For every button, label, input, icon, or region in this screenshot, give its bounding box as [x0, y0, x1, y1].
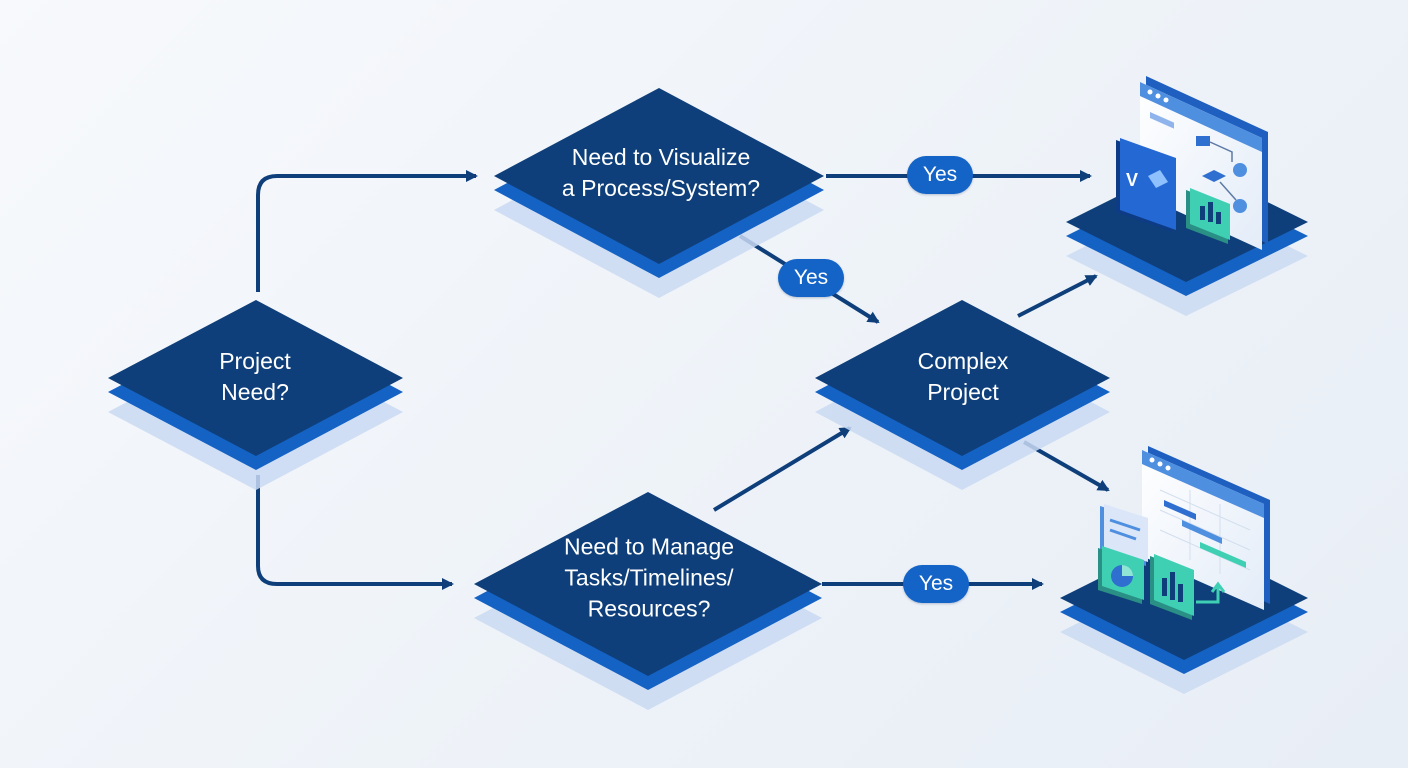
node-label-manage: Need to Manage Tasks/Timelines/ Resource… [563, 533, 735, 622]
decision-diamond-complex [815, 300, 1110, 490]
visio-letter: V [1126, 170, 1138, 190]
connector-manage-to-complex [712, 426, 852, 512]
connector-complex-to-project [1023, 440, 1110, 492]
decision-diamond-project-need [108, 300, 403, 490]
visio-app-icon: V [1066, 76, 1308, 316]
yes-label-visualize-to-complex: Yes [778, 259, 844, 297]
node-label-project-need: Project Need? [219, 348, 291, 405]
project-app-icon [1060, 446, 1308, 694]
connector-need-to-visualize [256, 170, 478, 292]
node-label-complex: Complex Project [917, 348, 1009, 405]
yes-label-visualize-to-visio: Yes [907, 156, 973, 194]
connector-need-to-manage [256, 475, 454, 590]
node-label-visualize: Need to Visualize a Process/System? [561, 144, 761, 201]
yes-label-manage-to-project: Yes [903, 565, 969, 603]
decision-diamond-manage [474, 492, 822, 710]
decision-diamond-visualize [494, 88, 824, 298]
connector-complex-to-visio [1017, 274, 1098, 318]
